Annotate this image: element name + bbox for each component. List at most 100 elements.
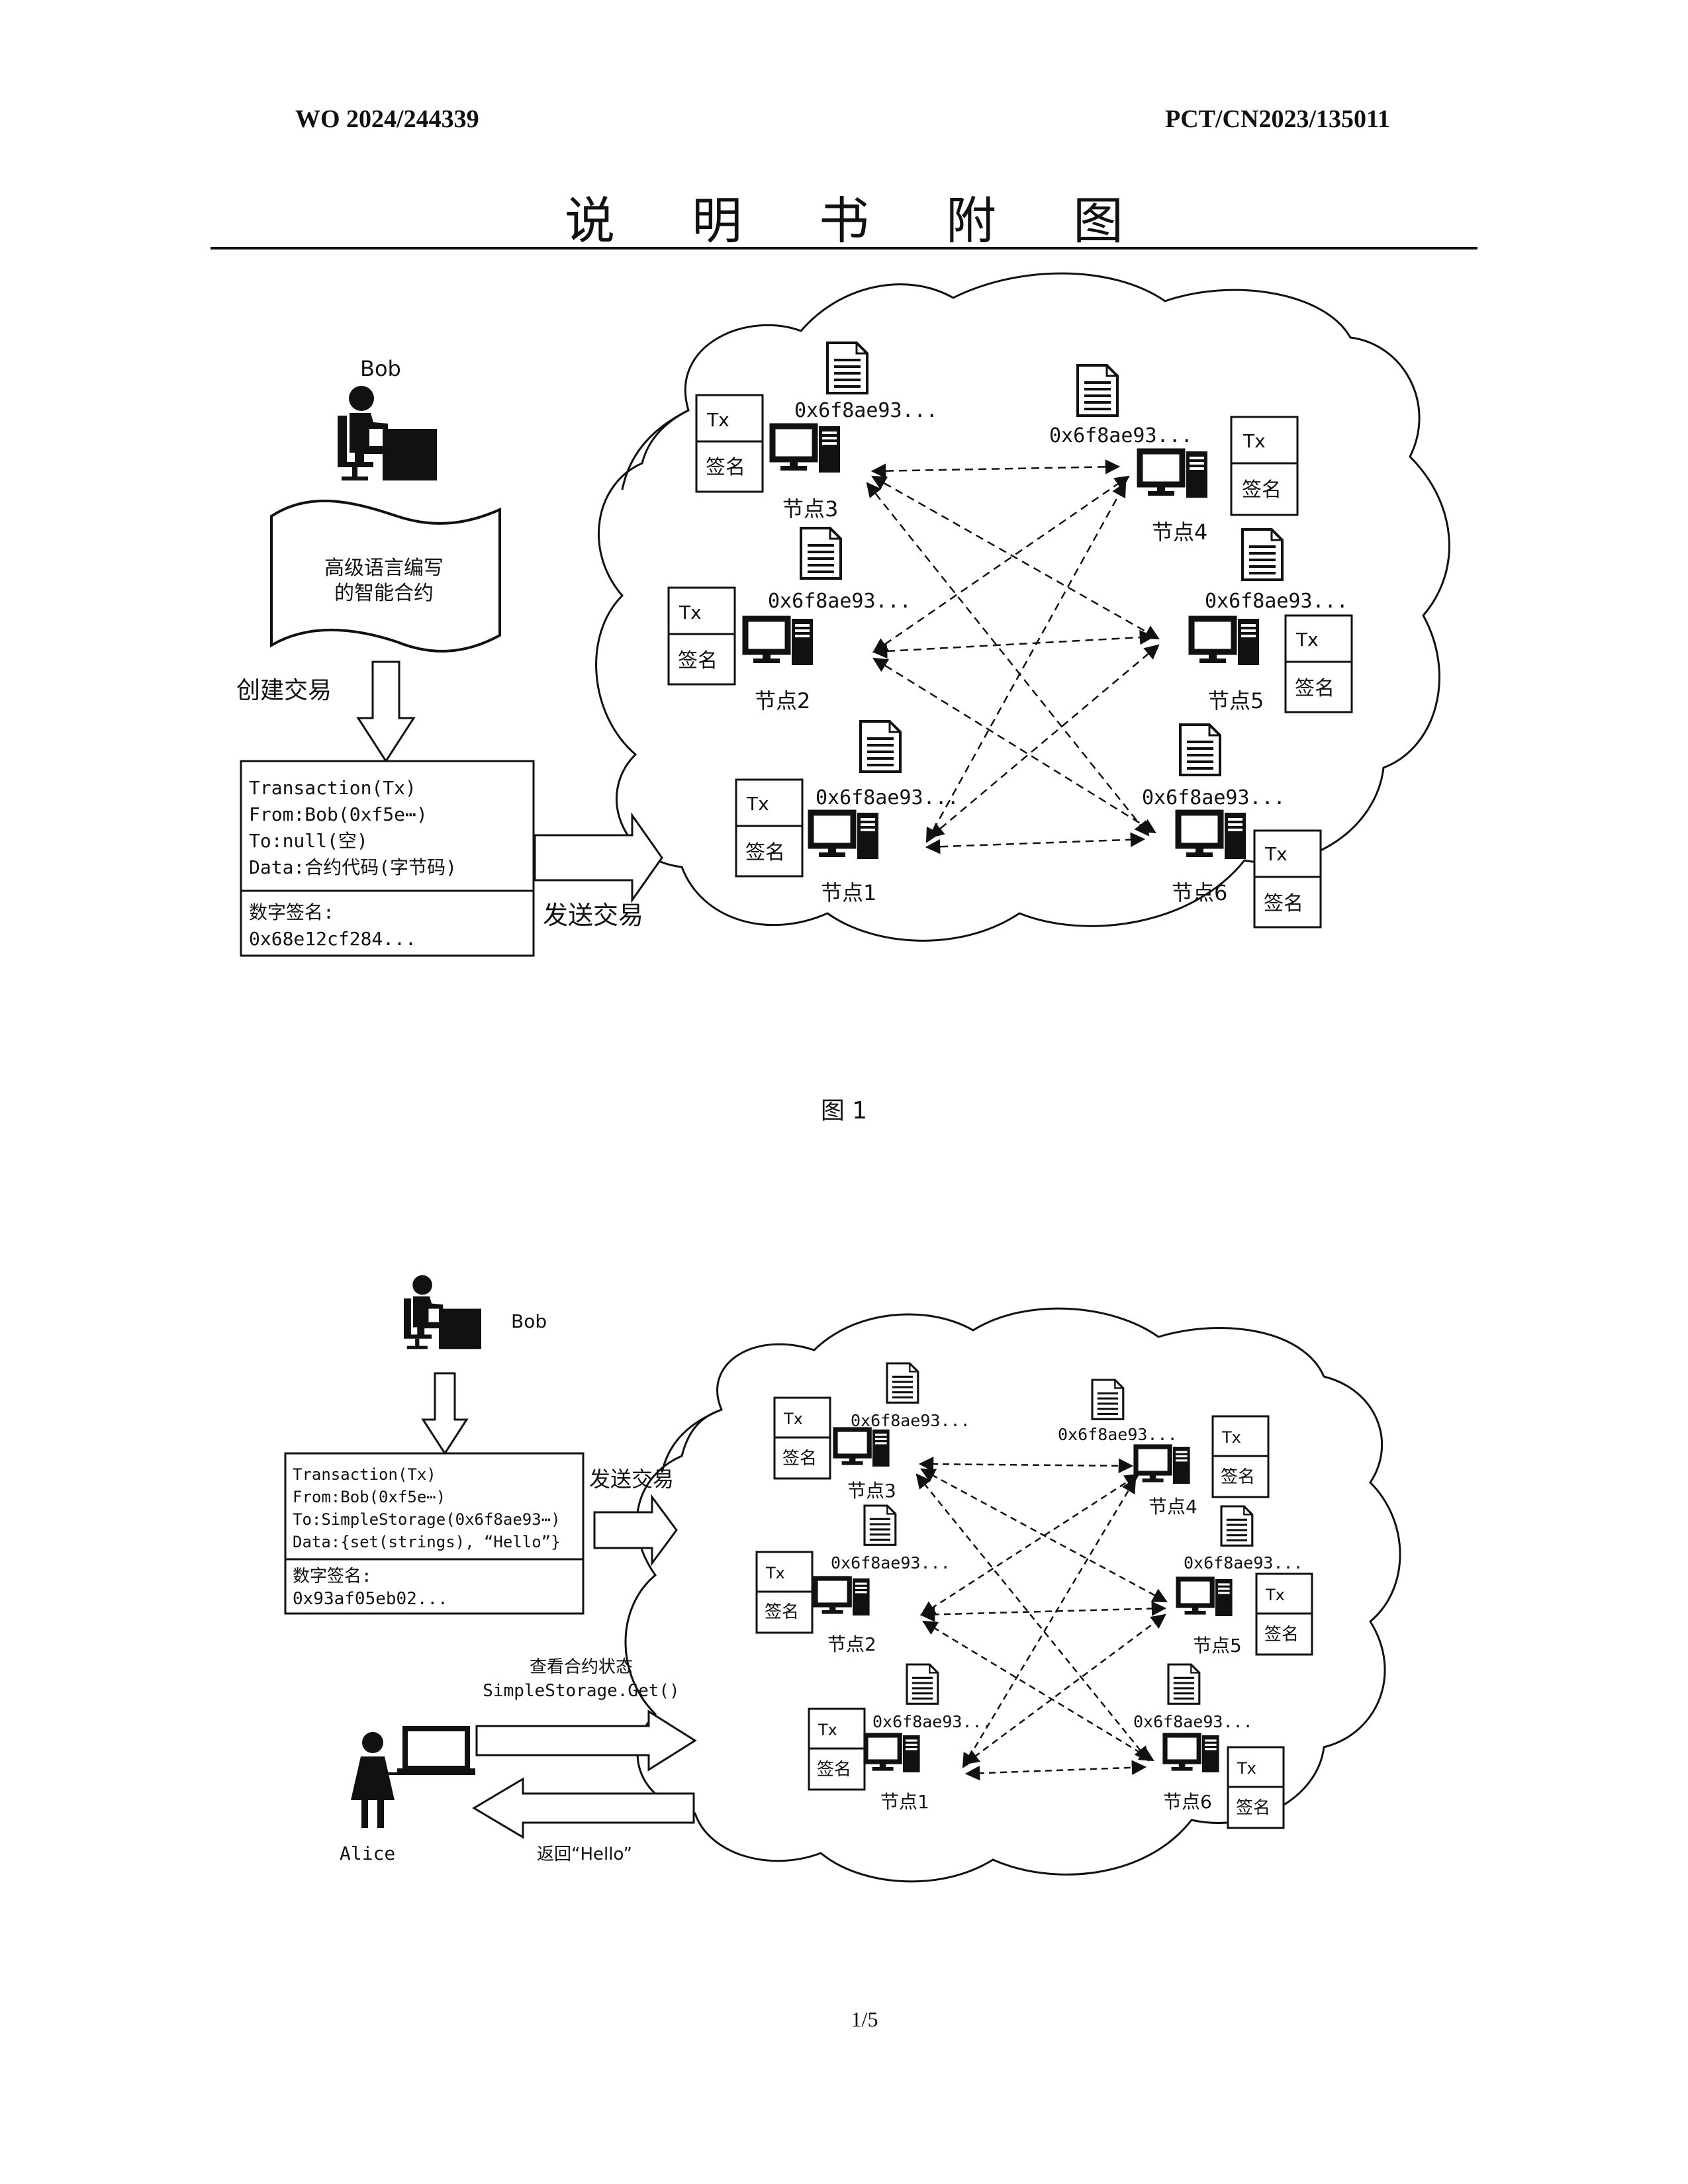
computer-icon xyxy=(1178,813,1246,859)
fig1-user-name: Bob xyxy=(360,356,401,381)
computer-icon xyxy=(835,1430,890,1467)
node-address: 0x6f8ae93... xyxy=(1184,1553,1303,1572)
page-number: 1/5 xyxy=(851,2007,878,2031)
tx-signature-box: Tx 签名 xyxy=(1286,615,1352,712)
node-name: 节点1 xyxy=(880,1791,929,1813)
document-icon xyxy=(887,1363,918,1402)
node-address: 0x6f8ae93... xyxy=(816,786,959,809)
sig-label: 签名 xyxy=(745,841,785,864)
node-name: 节点4 xyxy=(1152,520,1207,545)
sig-label: 签名 xyxy=(1221,1467,1255,1487)
node-name: 节点3 xyxy=(847,1480,896,1502)
computer-icon xyxy=(773,426,840,473)
tx-label: Tx xyxy=(1237,1759,1256,1778)
node-address: 0x6f8ae93... xyxy=(1133,1712,1253,1731)
fig2-alice-name: Alice xyxy=(340,1843,395,1864)
fig1-down-arrow xyxy=(358,662,414,761)
fig2-node-4: 0x6f8ae93... Tx 签名 节点4 xyxy=(1058,1380,1268,1518)
computer-icon xyxy=(745,619,813,665)
node-address: 0x6f8ae93... xyxy=(768,590,912,613)
sig-label: 签名 xyxy=(782,1449,817,1469)
tx-label: Tx xyxy=(783,1410,803,1428)
document-icon xyxy=(801,528,841,578)
fig2-send-tx-label: 发送交易 xyxy=(589,1467,674,1492)
fig1-send-tx-label: 发送交易 xyxy=(543,901,643,930)
fig1-send-arrow xyxy=(535,815,662,900)
document-icon xyxy=(1243,529,1282,580)
tx-signature-box: Tx 签名 xyxy=(1254,831,1321,927)
tx-signature-box: Tx 签名 xyxy=(1256,1574,1312,1655)
fig2-query-label-2: SimpleStorage.Get() xyxy=(483,1681,679,1701)
computer-icon xyxy=(1165,1735,1219,1772)
fig2-tx-line2: From:Bob(0xf5e⋯) xyxy=(293,1488,445,1506)
node-name: 节点5 xyxy=(1208,688,1264,713)
fig1-node-1: 0x6f8ae93... Tx 签名 节点1 xyxy=(736,721,959,905)
node-name: 节点1 xyxy=(821,880,876,905)
node-address: 0x6f8ae93... xyxy=(1049,424,1193,447)
fig1-tx-line3: To:null(空) xyxy=(249,830,368,852)
node-name: 节点3 xyxy=(782,496,838,522)
sig-label: 签名 xyxy=(706,456,745,479)
tx-signature-box: Tx 签名 xyxy=(696,395,763,492)
fig1-node-6: 0x6f8ae93... Tx 签名 节点6 xyxy=(1142,725,1321,927)
computer-icon xyxy=(1140,451,1207,498)
node-name: 节点4 xyxy=(1149,1496,1197,1518)
fig2-alice-icon xyxy=(351,1729,475,1828)
fig1-sig-label: 数字签名: xyxy=(249,901,334,923)
fig2-return-arrow xyxy=(474,1779,694,1837)
fig2-tx-line1: Transaction(Tx) xyxy=(293,1465,436,1484)
sig-label: 签名 xyxy=(1242,478,1282,502)
tx-label: Tx xyxy=(706,409,729,431)
document-icon xyxy=(827,343,867,393)
fig2-return-label: 返回“Hello” xyxy=(537,1844,632,1864)
fig2-node-2: 0x6f8ae93... Tx 签名 节点2 xyxy=(757,1506,951,1655)
fig1-bob-icon xyxy=(338,386,437,480)
fig2-node-1: 0x6f8ae93... Tx 签名 节点1 xyxy=(809,1664,992,1813)
node-address: 0x6f8ae93... xyxy=(872,1712,992,1731)
fig1-node-4: 0x6f8ae93... Tx 签名 节点4 xyxy=(1049,365,1297,545)
document-icon xyxy=(861,721,900,772)
node-address: 0x6f8ae93... xyxy=(794,399,938,422)
computer-icon xyxy=(1178,1579,1233,1616)
document-icon xyxy=(1221,1506,1252,1545)
tx-signature-box: Tx 签名 xyxy=(774,1398,830,1479)
document-icon xyxy=(1078,365,1117,416)
fig1-tx-line2: From:Bob(0xf5e⋯) xyxy=(249,803,428,825)
tx-signature-box: Tx 签名 xyxy=(736,780,802,876)
sig-label: 签名 xyxy=(678,649,718,672)
tx-label: Tx xyxy=(746,793,769,815)
figure2: Bob Transaction(Tx) From:Bob(0xf5e⋯) To:… xyxy=(285,1275,1400,1882)
fig2-tx-line4: Data:{set(strings), “Hello”} xyxy=(293,1533,561,1551)
sig-label: 签名 xyxy=(817,1760,851,1780)
document-icon xyxy=(1092,1380,1123,1419)
computer-icon xyxy=(1192,619,1259,665)
tx-label: Tx xyxy=(1243,430,1266,452)
node-name: 节点6 xyxy=(1163,1791,1212,1813)
node-name: 节点5 xyxy=(1193,1635,1242,1657)
node-address: 0x6f8ae93... xyxy=(831,1553,951,1572)
fig2-user-name: Bob xyxy=(511,1310,547,1332)
sig-label: 签名 xyxy=(1236,1798,1270,1818)
fig1-scroll-text-2: 的智能合约 xyxy=(334,582,434,605)
fig1-sig-value: 0x68e12cf284... xyxy=(249,928,416,950)
sig-label: 签名 xyxy=(1295,677,1335,700)
fig2-sig-label: 数字签名: xyxy=(293,1567,372,1586)
fig1-caption: 图 1 xyxy=(821,1097,867,1124)
fig1-node-3: 0x6f8ae93... Tx 签名 节点3 xyxy=(696,343,938,522)
document-icon xyxy=(1168,1664,1199,1704)
fig1-node-2: 0x6f8ae93... Tx 签名 节点2 xyxy=(669,528,912,713)
computer-icon xyxy=(866,1735,920,1772)
node-address: 0x6f8ae93... xyxy=(1058,1425,1178,1444)
tx-label: Tx xyxy=(679,602,702,623)
computer-icon xyxy=(1136,1447,1190,1484)
document-icon xyxy=(1180,725,1220,775)
fig2-bob-icon xyxy=(404,1275,481,1349)
fig1-tx-line1: Transaction(Tx) xyxy=(249,777,416,799)
fig2-send-arrow xyxy=(594,1497,677,1563)
computer-icon xyxy=(811,813,878,859)
fig2-node-6: 0x6f8ae93... Tx 签名 节点6 xyxy=(1133,1664,1284,1828)
tx-signature-box: Tx 签名 xyxy=(757,1552,812,1633)
fig1-tx-line4: Data:合约代码(字节码) xyxy=(249,856,457,878)
tx-signature-box: Tx 签名 xyxy=(669,588,735,684)
fig2-sig-value: 0x93af05eb02... xyxy=(293,1589,448,1609)
